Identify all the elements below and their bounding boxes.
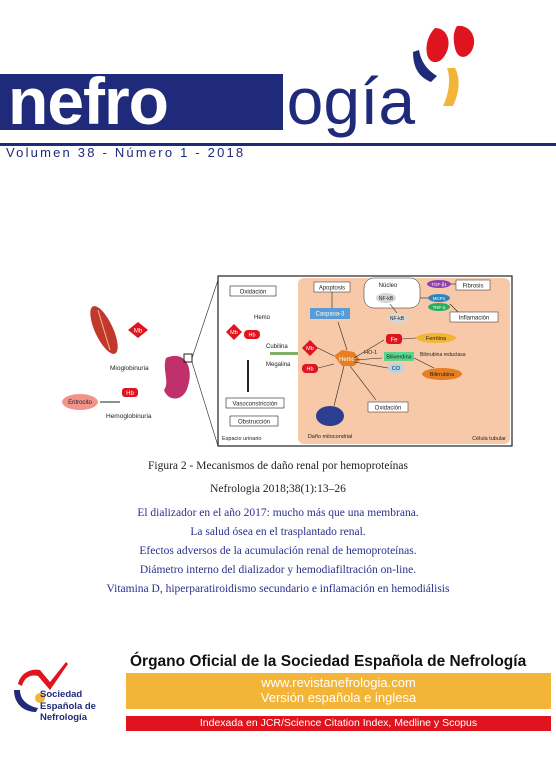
fig-label-obstruccion: Obstrucción [238,420,270,426]
fig-label-nucleo: Núcleo [379,283,398,289]
official-organ-line: Órgano Oficial de la Sociedad Española d… [130,653,527,670]
erythrocyte-icon [62,394,98,410]
fig-label-espacio-urinario: Espacio urinario [222,436,261,442]
fig-label-biliverdina: Biliverdina [386,355,412,361]
fig-label-dano-mito: Daño mitocondrial [308,434,352,440]
fig-label-apoptosis: Apoptosis [319,286,345,292]
fig-label-mb-right: Mb [306,346,314,352]
fig-label-bilirrubina: Bilirrubina [430,372,455,378]
fig-label-tgf: TGF-β1 [431,282,447,287]
fig-label-inflamacion: Inflamación [459,316,490,322]
journal-logo-icon [413,25,475,106]
volume-line: Volumen 38 - Número 1 - 2018 [6,145,246,160]
fig-label-nfkb-nucleus: NF-kB [379,296,394,302]
kidney-icon [164,355,190,399]
contents-item[interactable]: Diámetro interno del dializador y hemodi… [139,564,417,576]
figure-caption: Figura 2 - Mecanismos de daño renal por … [148,460,408,472]
fig-label-tnf: TNF-α [433,305,446,310]
indexing-line: Indexada en JCR/Science Citation Index, … [199,717,478,729]
fig-label-nfkb: NF-kB [390,316,405,322]
fig-label-oxidacion-top: Oxidación [240,290,267,296]
fig-label-hb-left: Hb [126,391,134,397]
contents-item[interactable]: Vitamina D, hiperparatiroidismo secundar… [106,583,450,595]
fig-label-ferritina: Ferritina [426,336,447,342]
journal-title-part1: nefro [8,64,169,138]
muscle-icon [90,306,118,354]
edition-label: Versión española e inglesa [260,690,417,705]
mb-marker-icon [128,322,148,338]
contents-item[interactable]: Efectos adversos de la acumulación renal… [139,545,417,557]
contents-item[interactable]: La salud ósea en el trasplantado renal. [190,526,366,538]
society-logo-icon [14,662,68,712]
indexing-band [126,716,551,731]
fig-label-co: CO [392,366,401,372]
fig-label-megalina: Megalina [266,362,291,368]
figure-diagram: Mb Mioglobinuria Eritrocito Hb Hemoglobi… [62,275,513,447]
masthead-band [0,74,283,130]
society-name-line2: Española de [40,700,96,712]
hb-marker-icon [122,388,138,397]
contents-list: El dializador en el año 2017: mucho más … [100,507,456,602]
website-link[interactable]: www.revistanefrologia.com [261,675,416,690]
figure-citation: Nefrologia 2018;38(1):13–26 [210,483,346,495]
fig-label-fibrosis: Fibrosis [462,284,483,290]
fig-label-cubilina: Cubilina [266,344,288,350]
fig-label-fe: Fe [390,338,398,344]
fig-label-caspasa: Caspasa-3 [315,312,345,318]
fig-label-eritrocito: Eritrocito [68,400,92,406]
fig-label-mb-mid: Mb [230,330,238,336]
mitochondria-icon [316,406,344,426]
fig-label-vasoconstriccion: Vasoconstricción [233,402,278,408]
society-name-line1: Sociedad [40,689,83,700]
website-band [126,673,551,709]
fig-label-hb-mid: Hb [248,333,255,339]
fig-label-mcp: MCP1 [433,296,446,301]
fig-label-mioglobinuria: Mioglobinuria [110,365,149,372]
society-name: Sociedad Española de Nefrología [40,689,96,724]
fig-label-celula-tubular: Célula tubular [472,436,506,442]
fig-label-mb-left: Mb [134,329,143,335]
website-block: www.revistanefrologia.com Versión españo… [126,675,551,705]
fig-label-hemo-left: Hemo [254,315,271,321]
fig-label-hemoglobinuria: Hemoglobinuria [106,413,152,420]
fig-label-oxidacion-bottom: Oxidación [375,406,402,412]
fig-label-bili-reductasa: Bilirrubina reductasa [420,352,466,358]
fig-label-ho1: HO-1 [364,350,377,356]
journal-title-part2: logía [272,64,416,138]
masthead-rule [0,143,556,146]
society-name-line3: Nefrología [40,712,87,723]
fig-label-hemo-right: Hemo [339,357,356,363]
contents-item[interactable]: El dializador en el año 2017: mucho más … [137,507,419,519]
fig-label-hb-right: Hb [306,367,313,373]
